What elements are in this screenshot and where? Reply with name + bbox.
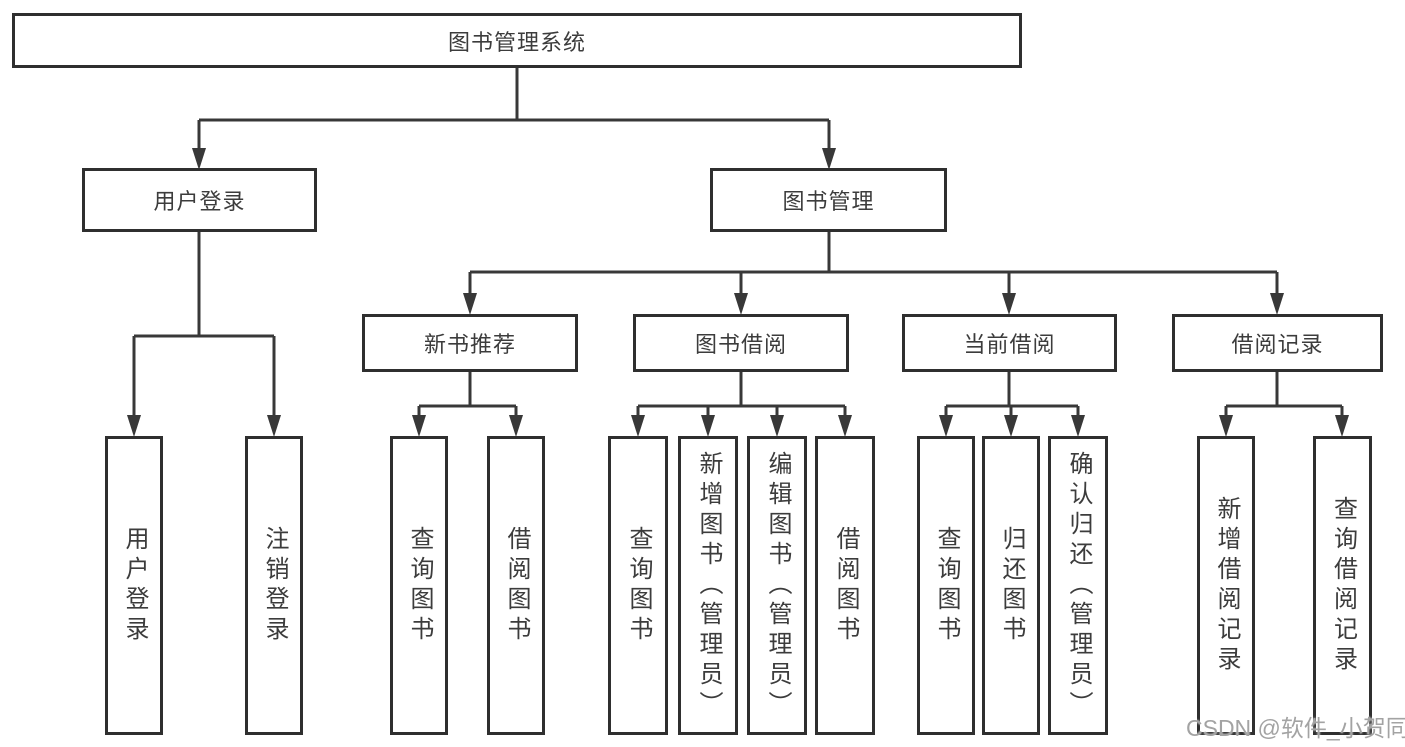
arrowhead [192,148,206,170]
node-book-borrow-label: 图书借阅 [694,332,787,357]
node-book-borrow: 图书借阅 [633,314,849,372]
leaf-query-borrow-record-label: 查询借阅记录 [1329,495,1357,676]
arrowhead [1071,415,1085,437]
node-book-management-label: 图书管理 [782,189,875,214]
leaf-edit-book-admin: 编辑图书（管理员） [747,436,807,735]
arrowhead [412,415,426,437]
arrowhead [701,415,715,437]
leaf-return-book: 归还图书 [982,436,1040,735]
arrowhead [822,148,836,170]
node-user-login: 用户登录 [82,168,317,232]
leaf-confirm-return-admin: 确认归还（管理员） [1048,436,1108,735]
leaf-return-book-label: 归还图书 [998,525,1025,646]
leaf-query-book-borrow: 查询图书 [608,436,668,735]
arrowhead [939,415,953,437]
connector-borrowrecord-to-leaves [1224,372,1344,417]
connector-root-to-level2 [197,68,831,150]
arrowhead [1219,415,1233,437]
connector-currentborrow-to-leaves [944,372,1080,417]
csdn-watermark: CSDN @软件_小贺同学 [1186,715,1405,741]
node-current-borrow: 当前借阅 [902,314,1117,372]
arrowhead [1270,293,1284,315]
leaf-borrow-book-borrow-label: 借阅图书 [832,525,859,646]
leaf-borrow-book-recommend-label: 借阅图书 [503,525,530,646]
connector-bookborrow-to-leaves [636,372,847,417]
leaf-query-book-recommend-label: 查询图书 [406,525,433,646]
node-book-management: 图书管理 [710,168,947,232]
node-borrow-record: 借阅记录 [1172,314,1383,372]
leaf-edit-book-admin-label: 编辑图书（管理员） [764,450,791,721]
arrowhead [770,415,784,437]
leaf-query-book-current-label: 查询图书 [933,525,960,646]
leaf-borrow-book-recommend: 借阅图书 [487,436,545,735]
leaf-add-borrow-record-label: 新增借阅记录 [1213,495,1240,676]
arrowhead [1335,415,1349,437]
arrowhead [1004,415,1018,437]
leaf-confirm-return-admin-label: 确认归还（管理员） [1065,450,1092,721]
node-new-book-recommend: 新书推荐 [362,314,578,372]
leaf-query-book-current: 查询图书 [917,436,975,735]
leaf-logout-label: 注销登录 [261,525,288,646]
arrowhead [127,415,141,437]
leaf-add-book-admin-label: 新增图书（管理员） [695,450,722,721]
arrowhead [509,415,523,437]
leaf-user-login-label: 用户登录 [121,525,148,646]
leaf-logout: 注销登录 [245,436,303,735]
leaf-add-borrow-record: 新增借阅记录 [1197,436,1255,735]
node-current-borrow-label: 当前借阅 [963,332,1056,357]
arrowhead [267,415,281,437]
arrowhead [838,415,852,437]
node-new-book-recommend-label: 新书推荐 [423,332,516,357]
arrowhead [734,293,748,315]
arrowhead [631,415,645,437]
node-borrow-record-label: 借阅记录 [1231,332,1324,357]
leaf-query-book-borrow-label: 查询图书 [625,525,652,646]
connector-bookmgmt-to-level3 [468,232,1279,295]
leaf-query-book-recommend: 查询图书 [390,436,448,735]
leaf-user-login: 用户登录 [105,436,163,735]
connector-userlogin-to-leaves [132,232,276,417]
arrowhead [1002,293,1016,315]
leaf-borrow-book-borrow: 借阅图书 [815,436,875,735]
node-root: 图书管理系统 [12,13,1022,68]
leaf-add-book-admin: 新增图书（管理员） [678,436,738,735]
node-root-label: 图书管理系统 [447,29,586,55]
connector-newbookrec-to-leaves [417,372,518,417]
leaf-query-borrow-record: 查询借阅记录 [1313,436,1372,735]
node-user-login-label: 用户登录 [153,189,246,214]
arrowhead [463,293,477,315]
